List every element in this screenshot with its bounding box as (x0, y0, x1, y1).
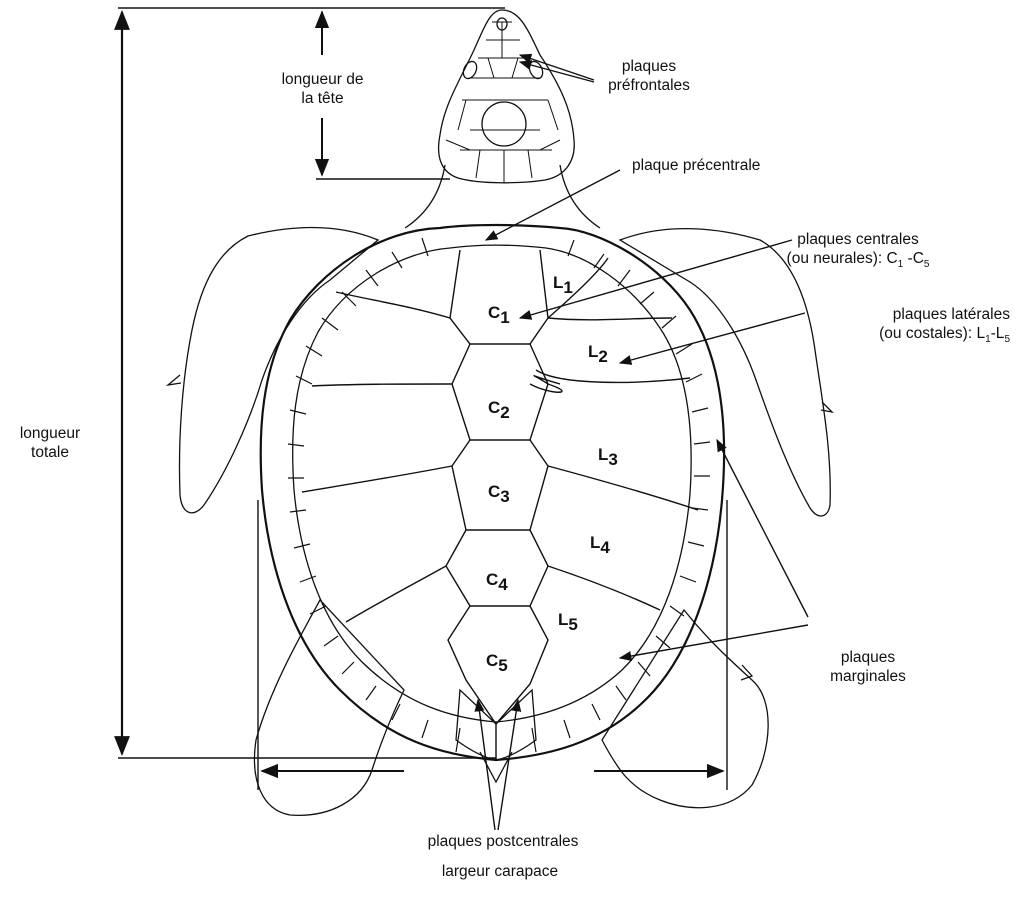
central-plate-labels: C1 C2 C3 C4 C5 (486, 303, 510, 675)
prefrontal-pointer-1 (520, 55, 594, 80)
central-label: plaques centrales (ou neurales): C1 -C5 (760, 230, 956, 274)
head-length-label: longueur de la tête (270, 70, 375, 108)
plate-c1: C1 (488, 303, 510, 327)
postcentral-label-text: plaques postcentrales (428, 833, 579, 850)
central-label-sub-5: 5 (924, 259, 930, 270)
plate-l1: L1 (553, 273, 573, 297)
lateral-label-line1: plaques latérales (810, 305, 1010, 324)
central-label-line1: plaques centrales (760, 230, 956, 249)
central-label-line2: (ou neurales): C1 -C5 (760, 249, 956, 274)
carapace-width-label-text: largeur carapace (442, 863, 558, 880)
lateral-label-sub-5: 5 (1004, 334, 1010, 345)
lateral-label-part-a: (ou costales): L (879, 325, 985, 342)
precentral-pointer (486, 170, 620, 240)
left-front-flipper-claw (168, 375, 181, 385)
head-length-label-line2: la tête (270, 89, 375, 108)
precentral-label: plaque précentrale (632, 156, 760, 175)
plate-l5: L5 (558, 610, 578, 634)
head-central-scale (482, 102, 526, 146)
right-front-flipper-claw (821, 402, 832, 412)
marginal-label: plaques marginales (812, 648, 924, 686)
lateral-label-part-c: -L (991, 325, 1005, 342)
head-length-label-line1: longueur de (270, 70, 375, 89)
prefrontal-label-line1: plaques (588, 57, 710, 76)
plate-l2: L2 (588, 342, 608, 366)
marginal-label-line2: marginales (812, 667, 924, 686)
left-front-flipper (180, 227, 379, 512)
prefrontal-label-line2: préfrontales (588, 76, 710, 95)
plate-c4: C4 (486, 570, 508, 594)
central-label-part-a: (ou neurales): C (787, 250, 898, 267)
plate-l4: L4 (590, 533, 610, 557)
plate-c5: C5 (486, 651, 508, 675)
carapace-width-label: largeur carapace (406, 862, 594, 881)
precentral-label-text: plaque précentrale (632, 157, 760, 174)
total-length-label-line1: longueur (0, 424, 100, 443)
prefrontal-label: plaques préfrontales (588, 57, 710, 95)
total-length-label-line2: totale (0, 443, 100, 462)
right-rear-flipper (602, 610, 768, 808)
lateral-label-line2: (ou costales): L1-L5 (810, 324, 1010, 349)
plate-c2: C2 (488, 398, 510, 422)
postcentral-plates (456, 690, 536, 760)
plate-l3: L3 (598, 445, 618, 469)
marginal-pointer-2 (620, 625, 808, 658)
marginal-pointer-1 (717, 440, 808, 617)
lateral-pointer (620, 313, 805, 363)
left-eye (461, 59, 479, 80)
postcentral-label: plaques postcentrales (380, 832, 626, 851)
lateral-label: plaques latérales (ou costales): L1-L5 (810, 305, 1010, 349)
head-outline (439, 10, 575, 183)
prefrontal-pointer-2 (520, 62, 594, 82)
marginal-label-line1: plaques (812, 648, 924, 667)
left-rear-flipper (254, 600, 404, 815)
central-label-part-c: -C (903, 250, 924, 267)
plate-c3: C3 (488, 482, 510, 506)
total-length-label: longueur totale (0, 424, 100, 462)
